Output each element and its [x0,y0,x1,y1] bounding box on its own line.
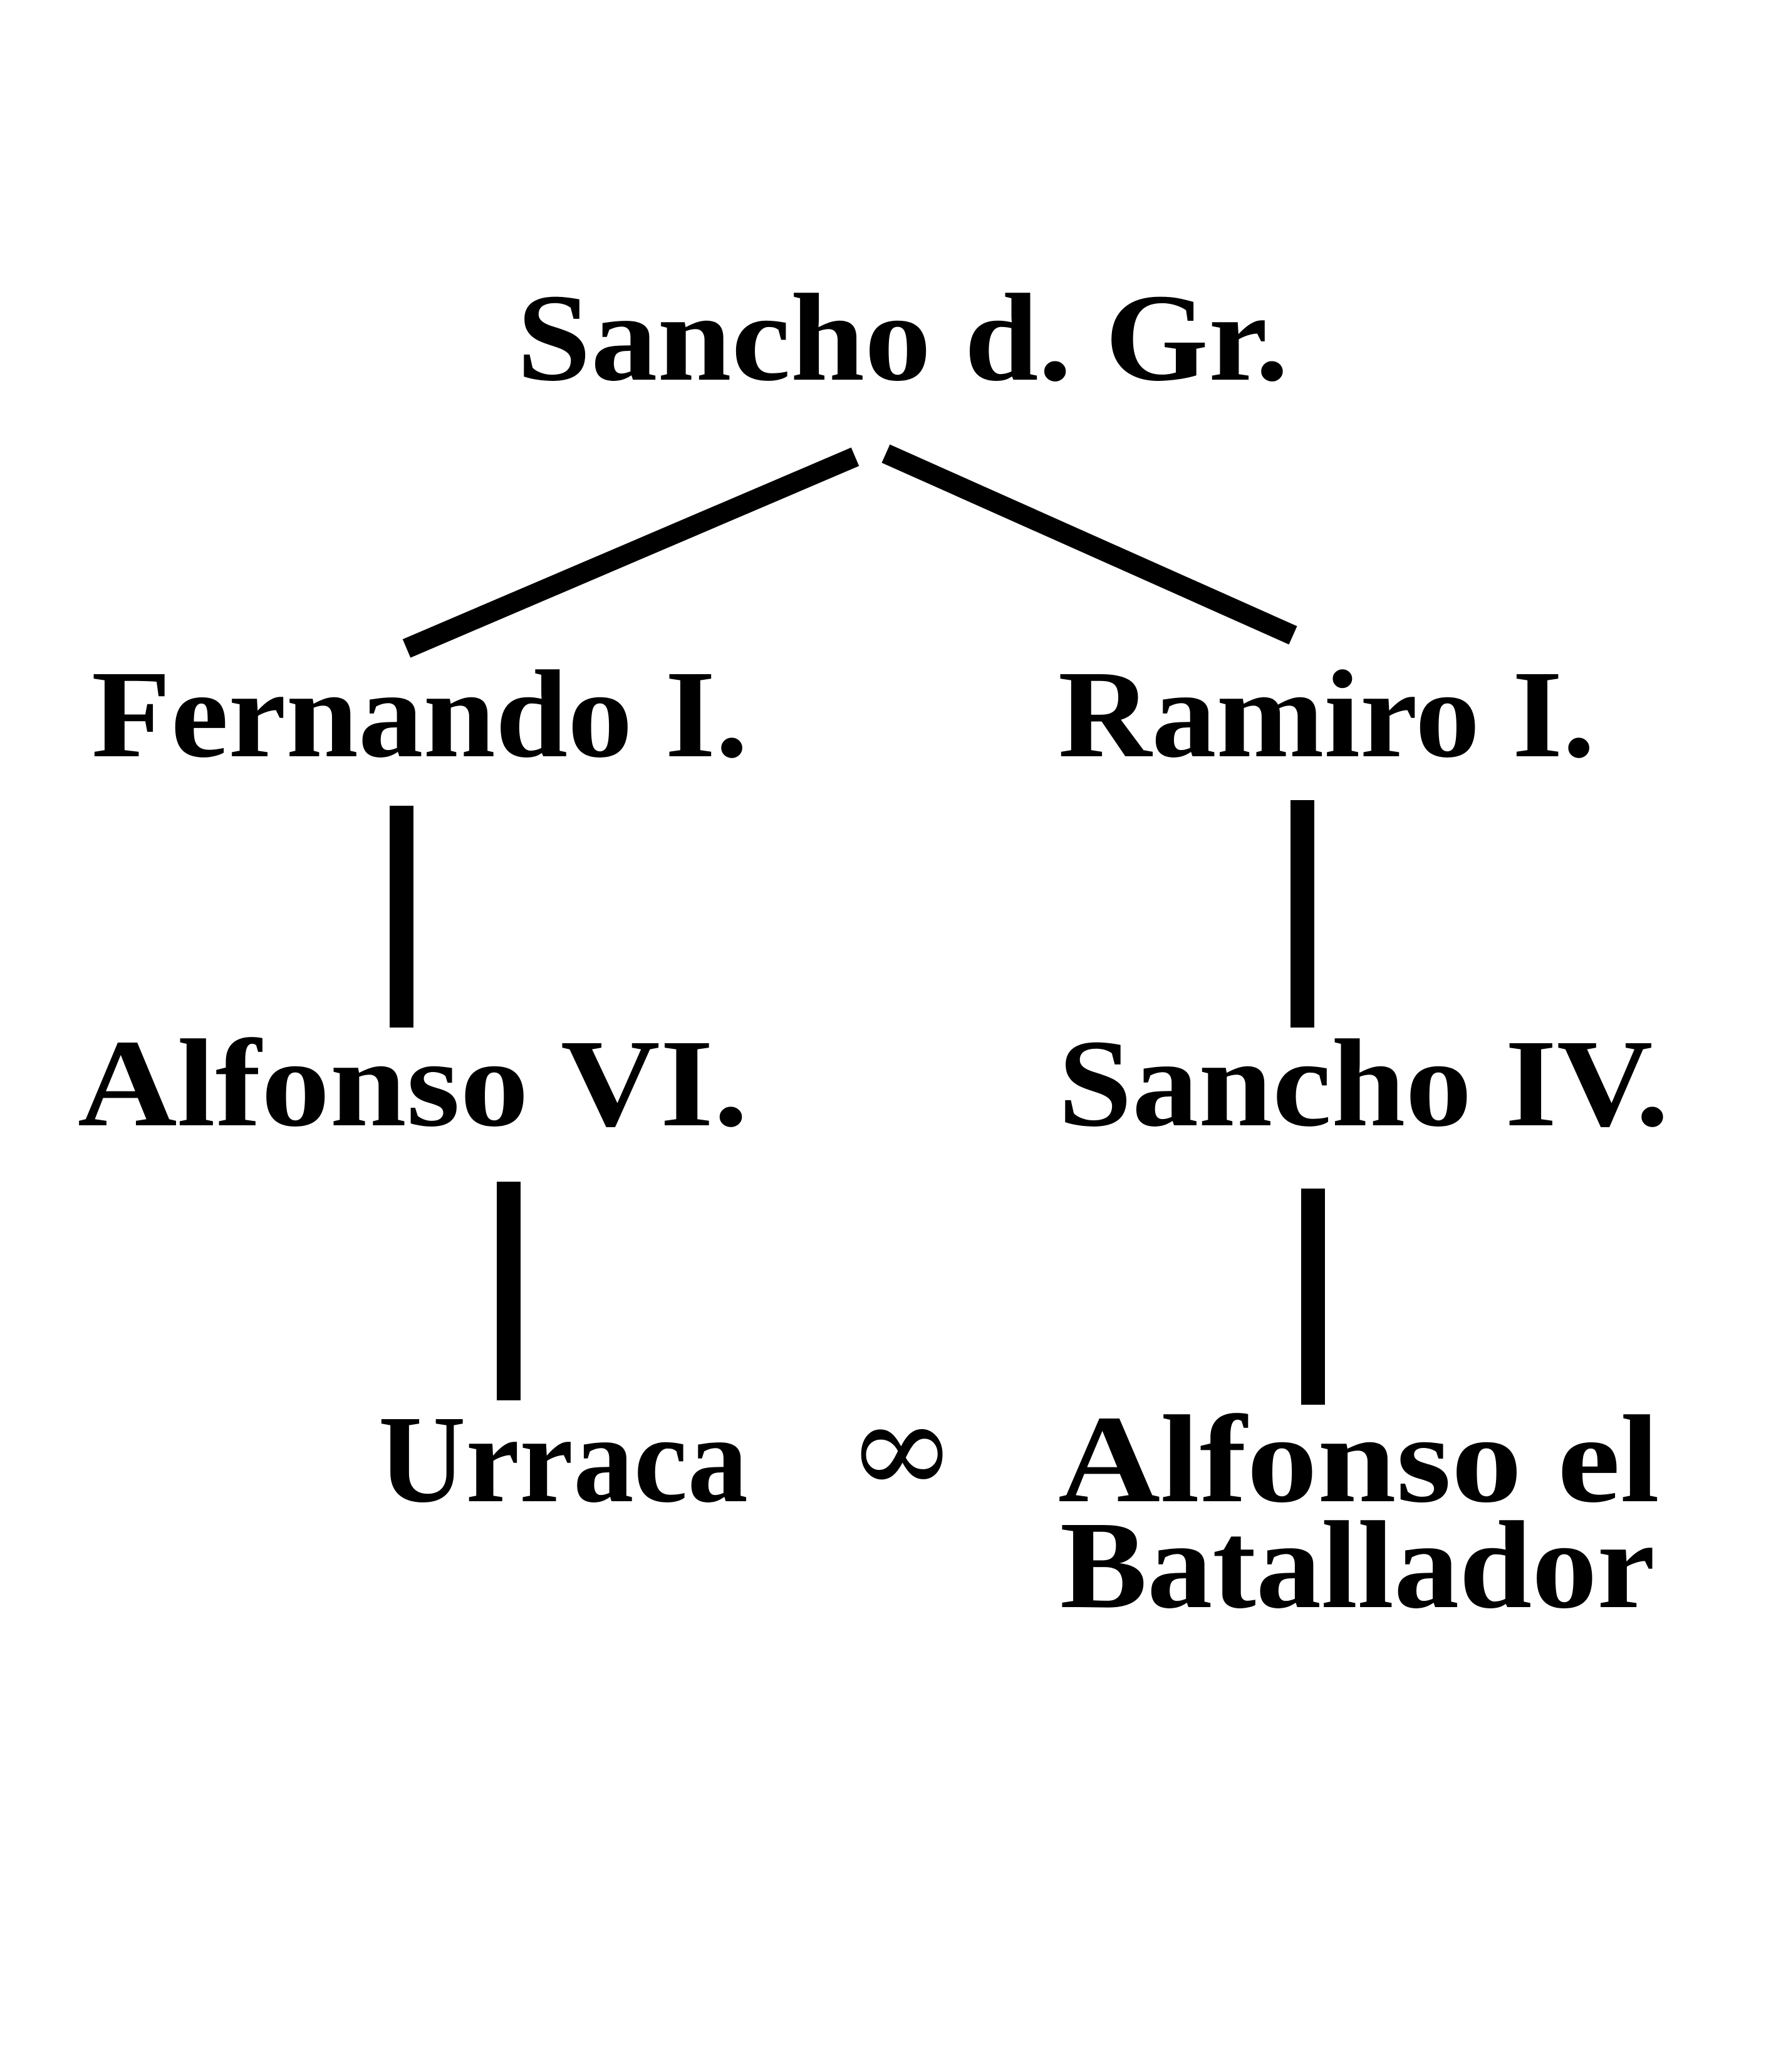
node-ramiro-i: Ramiro I. [1058,645,1595,784]
node-sancho-iv: Sancho IV. [1058,1014,1669,1153]
node-alfonso-el-batallador-line1: Alfonso el [1058,1390,1659,1529]
connector-root-to-ramiro [881,444,1297,645]
node-alfonso-el-batallador-line2: Batallador [1060,1496,1655,1635]
connector-root-to-fernando [402,447,859,658]
marriage-symbol-icon: ∞ [847,1372,957,1525]
node-fernando-i: Fernando I. [91,645,748,784]
node-urraca: Urraca [378,1390,748,1529]
node-sancho-d-gr: Sancho d. Gr. [517,269,1289,407]
node-alfonso-vi: Alfonso VI. [78,1014,748,1153]
